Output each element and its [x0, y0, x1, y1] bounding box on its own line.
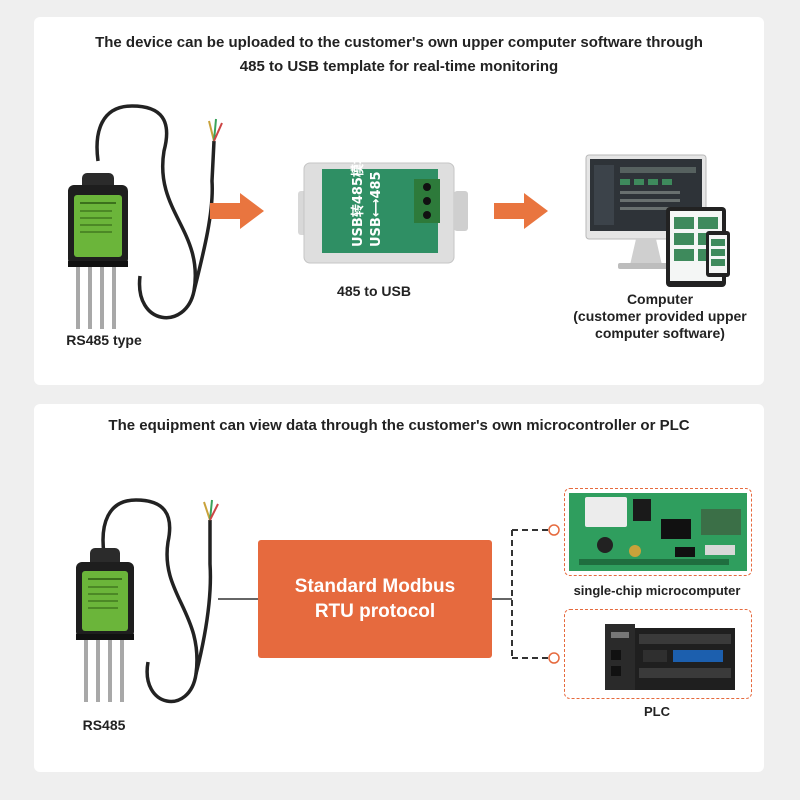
converter-label-1: USB转485模块 — [350, 150, 366, 247]
arrow-right-icon — [494, 193, 548, 229]
protocol-line2: RTU protocol — [314, 601, 436, 622]
plc-icon — [605, 624, 735, 690]
converter-caption: 485 to USB — [337, 283, 411, 299]
bottom-heading: The equipment can view data through the … — [108, 417, 690, 434]
top-heading-line1: The device can be uploaded to the custom… — [95, 34, 703, 51]
plc-frame — [564, 609, 752, 699]
plc-caption: PLC — [644, 704, 670, 719]
circuit-board-icon — [569, 493, 747, 571]
mcu-caption: single-chip microcomputer — [573, 583, 741, 598]
computer-caption-line1: Computer — [626, 291, 694, 307]
converter-label-2: USB⟷485 — [369, 171, 384, 247]
top-heading-line2: 485 to USB template for real-time monito… — [239, 58, 559, 75]
usb-converter-icon: USB转485模块 USB⟷485 — [298, 150, 468, 264]
soil-sensor-icon — [68, 104, 223, 329]
computer-monitor-icon — [585, 154, 730, 287]
mcu-frame — [564, 488, 752, 576]
protocol-line1: Standard Modbus — [294, 576, 456, 597]
top-panel: The device can be uploaded to the custom… — [34, 17, 764, 385]
computer-caption-line3: computer software) — [595, 325, 725, 341]
bottom-panel: The equipment can view data through the … — [34, 404, 764, 772]
sensor-caption: RS485 type — [66, 332, 142, 348]
soil-sensor-icon — [76, 498, 219, 704]
modbus-protocol-box: Standard Modbus RTU protocol — [258, 540, 492, 658]
arrow-right-icon — [210, 193, 264, 229]
computer-caption-line2: (customer provided upper — [573, 308, 747, 324]
bottom-sensor-caption: RS485 — [82, 717, 126, 733]
connector-lines — [218, 524, 560, 664]
